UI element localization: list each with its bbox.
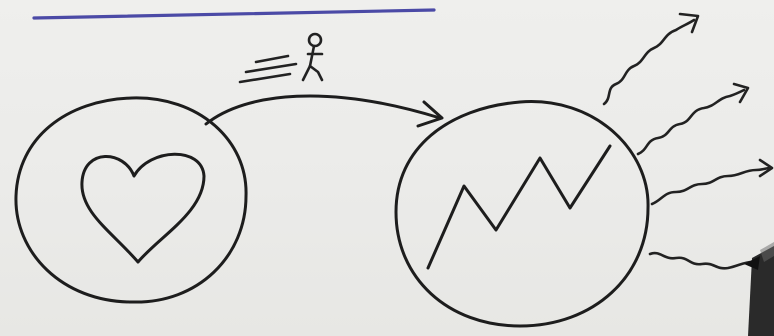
marker-pen <box>744 242 774 336</box>
wavy-arrow-1 <box>604 20 694 104</box>
curved-arrow-icon <box>206 96 440 124</box>
heart-icon <box>82 154 204 262</box>
speed-lines-icon <box>240 56 296 82</box>
top-underline <box>34 10 434 18</box>
growth-circle <box>396 102 648 326</box>
wavy-arrow-4 <box>650 253 752 268</box>
zigzag-growth-icon <box>428 146 610 268</box>
wavy-arrow-3 <box>652 168 770 204</box>
wavy-arrow-2 <box>638 90 744 154</box>
running-stick-figure-icon <box>303 34 322 80</box>
heart-circle <box>16 98 246 302</box>
